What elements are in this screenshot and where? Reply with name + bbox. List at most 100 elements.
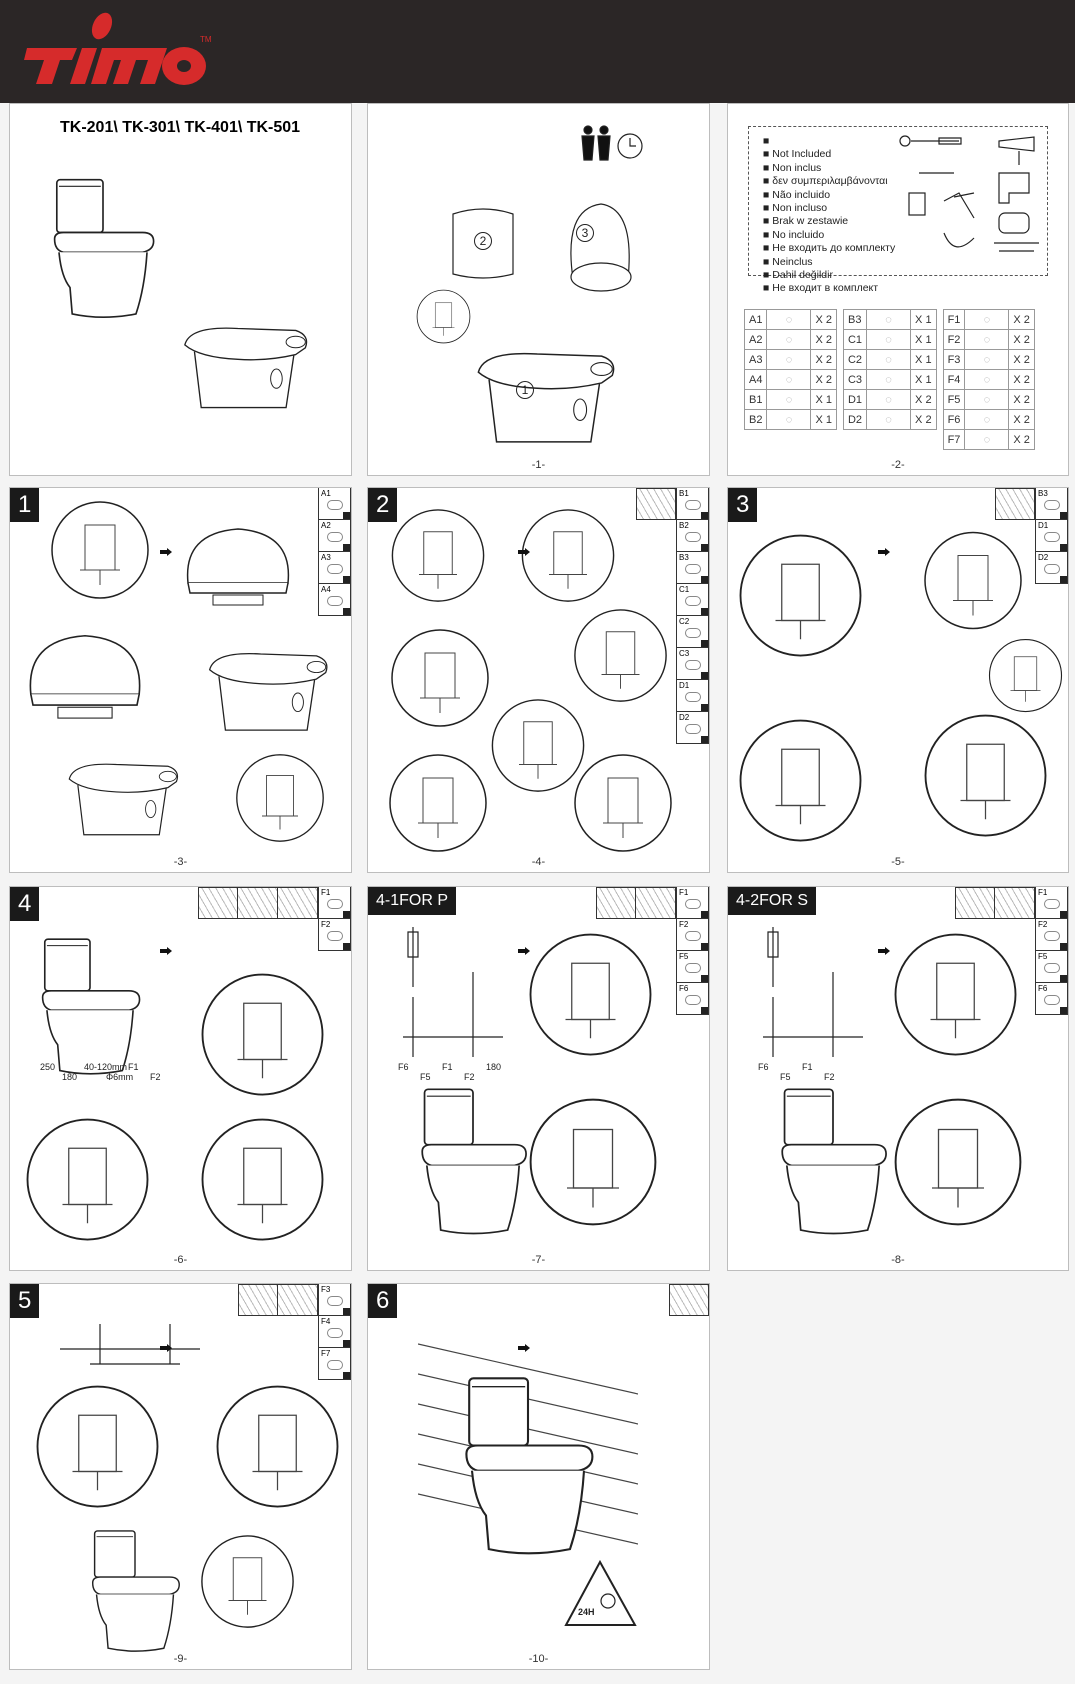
part-box-b3: B3 — [1036, 488, 1068, 520]
tools-strip — [955, 887, 1035, 919]
part-box-d2: D2 — [1036, 552, 1068, 584]
corner-mark — [701, 943, 708, 950]
part-box-a4: A4 — [319, 584, 351, 616]
bolt-detail — [988, 638, 1063, 713]
part-icon: ◌ — [766, 349, 812, 370]
part-icon — [1044, 899, 1060, 909]
part-icon — [685, 692, 701, 702]
part-box-f2: F2 — [677, 919, 709, 951]
part-code: F6 — [679, 984, 689, 993]
part-icon — [1044, 963, 1060, 973]
finished-toilet — [458, 1374, 598, 1559]
not-included-item: Не входит в комплект — [763, 282, 1033, 295]
diagram-label: F6 — [758, 1062, 769, 1072]
part-box-f2: F2 — [1036, 919, 1068, 951]
part-box-f7: F7 — [319, 1348, 351, 1380]
part-icon — [1044, 500, 1060, 510]
part-quantity: X 2 — [810, 309, 837, 330]
part-box-f3: F3 — [319, 1284, 351, 1316]
part-code: C1 — [679, 585, 690, 594]
part-icon — [685, 931, 701, 941]
parts-row: D2◌X 2 — [842, 409, 937, 430]
part-icon — [685, 564, 701, 574]
tool-icon — [636, 887, 676, 919]
part-box-f2: F2 — [319, 919, 351, 951]
parts-row: D1◌X 2 — [842, 389, 937, 410]
parts-row: A1◌X 2 — [743, 309, 837, 330]
part-icon: ◌ — [766, 309, 812, 330]
part-box-f4: F4 — [319, 1316, 351, 1348]
not-included-box: Not IncludedNon inclusδεν συμπεριλαμβάνο… — [748, 126, 1048, 294]
marking-detail — [200, 972, 325, 1097]
installed-toilet-detail — [893, 1097, 1023, 1227]
part-box-f5: F5 — [677, 951, 709, 983]
fixing-detail — [235, 753, 325, 843]
part-code: F2 — [321, 920, 331, 929]
step-badge: 4-2FOR S — [728, 887, 817, 915]
part-icon — [685, 963, 701, 973]
part-icon — [685, 500, 701, 510]
arrow-icon — [160, 1339, 172, 1357]
part-code: F4 — [321, 1317, 331, 1326]
part-code: B3 — [1038, 489, 1048, 498]
part-quantity: X 2 — [1008, 329, 1035, 350]
part-box-d1: D1 — [1036, 520, 1068, 552]
tools-not-included-icons — [899, 135, 1039, 252]
diagram-label: F5 — [780, 1072, 791, 1082]
part-icon — [327, 500, 343, 510]
toilet-against-wall — [30, 937, 150, 1077]
toilet-section — [80, 1529, 190, 1654]
part-icon — [685, 628, 701, 638]
part-code: C3 — [679, 649, 690, 658]
warning-24h-icon — [564, 1559, 637, 1626]
page-number: -8- — [891, 1254, 905, 1266]
corner-mark — [701, 736, 708, 743]
part-code: A3 — [743, 349, 768, 370]
toilet-illustration — [48, 169, 158, 329]
part-code: F2 — [1038, 920, 1048, 929]
corner-mark — [1060, 576, 1067, 583]
valve-detail — [388, 508, 488, 603]
tool-icon — [995, 488, 1035, 520]
part-code: A1 — [321, 489, 331, 498]
corner-mark — [343, 943, 350, 950]
parts-row: F2◌X 2 — [942, 329, 1035, 350]
part-icon: ◌ — [964, 389, 1010, 410]
part-code: B1 — [679, 489, 689, 498]
tools-strip — [596, 887, 676, 919]
parts-row: F3◌X 2 — [942, 349, 1035, 370]
not-included-item: Não incluido — [763, 189, 1033, 202]
parts-row: C2◌X 1 — [842, 349, 937, 370]
page-number: -4- — [531, 856, 546, 868]
part-quantity: X 2 — [810, 349, 837, 370]
tool-icon — [669, 1284, 709, 1316]
part-quantity: X 2 — [1008, 369, 1035, 390]
not-included-item: Dahil değildir — [763, 269, 1033, 282]
corner-mark — [343, 1372, 350, 1379]
bowl-illustration — [473, 344, 623, 454]
part-box-c2: C2 — [677, 616, 709, 648]
part-code: D1 — [842, 389, 868, 410]
installed-toilet-detail — [528, 1097, 658, 1227]
not-included-item: Neinclus — [763, 256, 1033, 269]
corner-mark — [343, 608, 350, 615]
part-code: C3 — [842, 369, 868, 390]
tool-icon — [238, 887, 278, 919]
part-icon: ◌ — [766, 369, 812, 390]
wrench-detail — [200, 1534, 295, 1629]
diagram-label: F1 — [128, 1062, 139, 1072]
seat-illustration — [20, 628, 150, 728]
part-box-f6: F6 — [677, 983, 709, 1015]
diagram-label: F2 — [824, 1072, 835, 1082]
part-number-3: 3 — [576, 224, 594, 242]
part-code: F3 — [321, 1285, 331, 1294]
corner-mark — [701, 576, 708, 583]
side-bolt-diagram — [60, 1324, 200, 1365]
part-icon — [685, 660, 701, 670]
